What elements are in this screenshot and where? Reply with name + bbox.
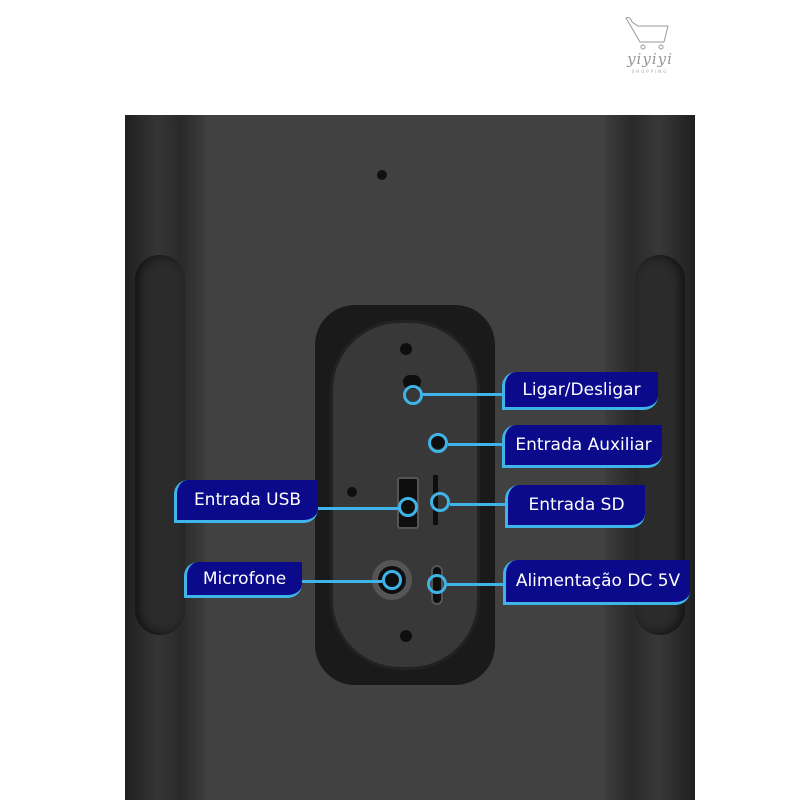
shopping-cart-icon	[625, 17, 669, 50]
callout-usb: Entrada USB	[174, 480, 318, 523]
callout-mic: Microfone	[184, 562, 302, 598]
callout-sd: Entrada SD	[505, 485, 645, 528]
indicator-hole	[377, 170, 387, 180]
callout-aux: Entrada Auxiliar	[502, 425, 662, 468]
logo-subtext: SHOPPING	[631, 69, 669, 74]
brand-logo: yiyiyi SHOPPING	[608, 14, 692, 76]
callout-dc: Alimentação DC 5V	[503, 560, 690, 605]
screw	[400, 630, 412, 642]
callout-power: Ligar/Desligar	[502, 372, 658, 410]
screw	[400, 343, 412, 355]
mic-hole	[347, 487, 357, 497]
logo-text: yiyiyi	[627, 50, 673, 68]
